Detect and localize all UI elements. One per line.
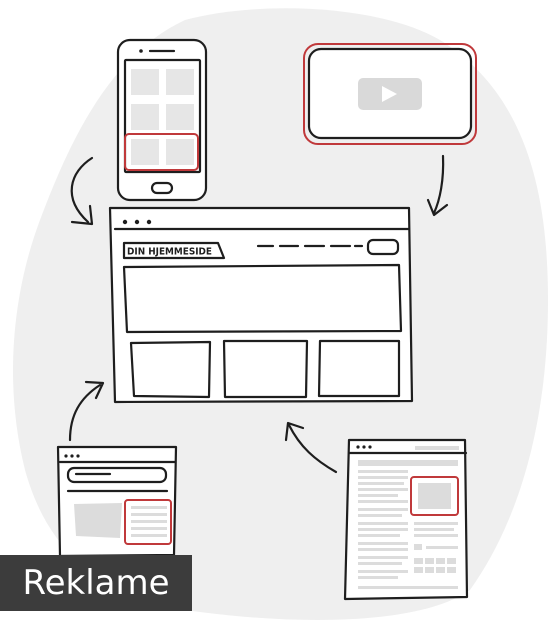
arrow-article-to-site: [284, 421, 338, 474]
article-page-icon: [343, 438, 469, 601]
website-icon: [108, 206, 414, 404]
site-logo-text: DIN HJEMMESIDE: [127, 247, 212, 258]
arrow-webpage-to-site: [68, 380, 105, 442]
small-webpage-icon: [56, 445, 178, 558]
video-player-icon: [303, 43, 477, 145]
arrow-phone-to-site: [70, 156, 94, 226]
phone-icon: [116, 38, 208, 202]
arrow-video-to-site: [426, 154, 449, 217]
ad-label: Reklame: [0, 555, 192, 611]
ad-label-text: Reklame: [22, 563, 170, 603]
